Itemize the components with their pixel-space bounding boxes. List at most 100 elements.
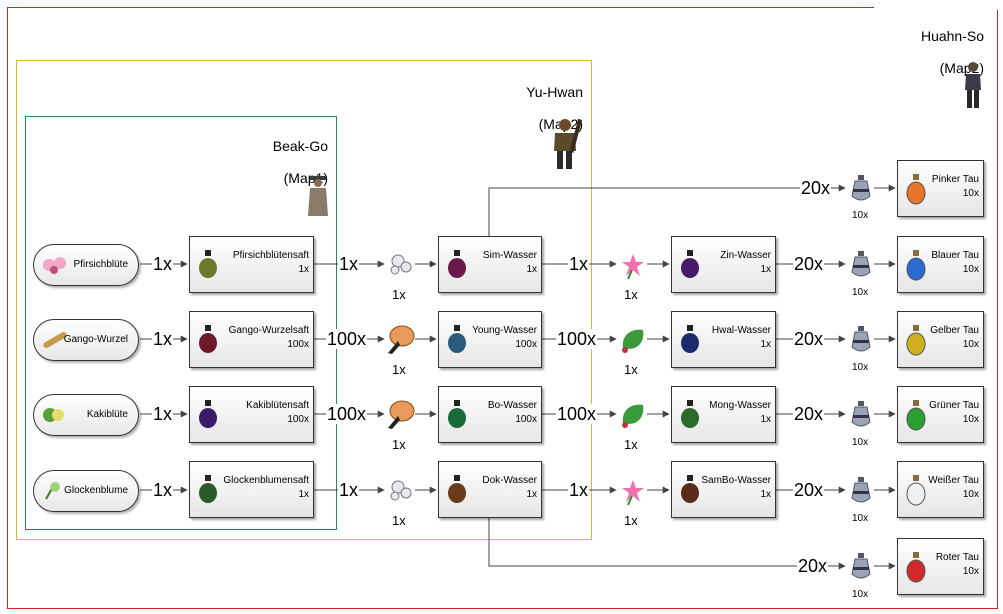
qty-label: 1x — [152, 329, 174, 349]
water-node[interactable]: Dok-Wasser 1x — [438, 461, 542, 518]
source-label: Pfirsichblüte — [73, 259, 128, 270]
region-name: Yu-Hwan — [526, 84, 583, 100]
water-bottle-icon — [681, 400, 699, 428]
node-title: Roter Tau — [935, 552, 979, 563]
water-node[interactable]: Mong-Wasser 1x — [671, 386, 776, 443]
vial-icon — [851, 401, 871, 427]
water-node[interactable]: Young-Wasser 100x — [438, 311, 542, 368]
vial-qty: 10x — [852, 362, 869, 373]
node-title: Young-Wasser — [472, 325, 537, 336]
node-title: Grüner Tau — [929, 400, 979, 411]
tau-node[interactable]: Blauer Tau 10x — [897, 236, 984, 293]
node-qty: 1x — [760, 414, 771, 425]
npc-beak-go-icon — [308, 176, 328, 216]
juice-node[interactable]: Gango-Wurzelsaft 100x — [189, 311, 314, 368]
vial-icon — [851, 251, 871, 277]
vial-icon — [851, 553, 871, 579]
pink-flower-item-icon — [622, 480, 644, 506]
water-node[interactable]: Sim-Wasser 1x — [438, 236, 542, 293]
tau-potion-icon — [906, 250, 926, 281]
vial-qty: 10x — [852, 513, 869, 524]
tau-node[interactable]: Pinker Tau 10x — [897, 160, 984, 217]
node-qty: 100x — [515, 339, 537, 350]
water-node[interactable]: Zin-Wasser 1x — [671, 236, 776, 293]
tau-node[interactable]: Grüner Tau 10x — [897, 386, 984, 443]
persimmon-blossom-icon — [43, 408, 64, 422]
node-title: Hwal-Wasser — [711, 325, 771, 336]
node-title: Kakiblütensaft — [246, 400, 309, 411]
node-title: Mong-Wasser — [709, 400, 771, 411]
green-leaf-item-icon — [622, 329, 644, 353]
node-title: Dok-Wasser — [482, 475, 537, 486]
white-flower-item-icon — [390, 480, 412, 501]
node-title: SamBo-Wasser — [701, 475, 771, 486]
ingredient-qty: 1x — [624, 287, 638, 302]
tau-potion-icon — [906, 325, 926, 356]
water-node[interactable]: Hwal-Wasser 1x — [671, 311, 776, 368]
node-qty: 10x — [962, 339, 979, 350]
root-icon — [43, 332, 67, 348]
juice-node[interactable]: Pfirsichblütensaft 1x — [189, 236, 314, 293]
tau-node[interactable]: Roter Tau 10x — [897, 538, 984, 595]
node-title: Pfirsichblütensaft — [232, 250, 309, 261]
source-label: Gango-Wurzel — [63, 334, 128, 345]
qty-label: 100x — [326, 329, 368, 349]
region-huahn-so-gap — [874, 5, 998, 10]
tau-node[interactable]: Weißer Tau 10x — [897, 461, 984, 518]
region-name: Beak-Go — [272, 138, 328, 154]
region-huahn-so — [7, 7, 998, 609]
node-title: Weißer Tau — [928, 475, 979, 486]
region-beak-go — [25, 116, 337, 530]
node-title: Zin-Wasser — [720, 250, 771, 261]
mushroom-item-icon — [388, 325, 415, 354]
node-qty: 10x — [962, 489, 979, 500]
qty-label: 100x — [556, 329, 598, 349]
ingredient-qty: 1x — [392, 362, 406, 377]
juice-node[interactable]: Glockenblumensaft 1x — [189, 461, 314, 518]
source-node[interactable]: Glockenblume — [33, 470, 139, 512]
node-qty: 1x — [760, 339, 771, 350]
node-qty: 1x — [760, 489, 771, 500]
qty-label: 1x — [152, 254, 174, 274]
node-qty: 1x — [526, 489, 537, 500]
pink-flower-item-icon — [622, 254, 644, 280]
node-title: Gango-Wurzelsaft — [228, 325, 309, 336]
node-qty: 1x — [526, 264, 537, 275]
qty-label: 1x — [338, 254, 360, 274]
node-qty: 100x — [287, 414, 309, 425]
vial-qty: 10x — [852, 589, 869, 600]
tau-potion-icon — [906, 174, 926, 205]
ingredient-qty: 1x — [624, 362, 638, 377]
qty-label: 1x — [152, 480, 174, 500]
vial-qty: 10x — [852, 287, 869, 298]
qty-label: 20x — [793, 329, 825, 349]
water-node[interactable]: SamBo-Wasser 1x — [671, 461, 776, 518]
qty-label: 1x — [568, 254, 590, 274]
ingredient-qty: 1x — [624, 513, 638, 528]
node-qty: 10x — [962, 264, 979, 275]
node-qty: 100x — [515, 414, 537, 425]
juice-bottle-icon — [199, 400, 217, 428]
region-name: Huahn-So — [920, 28, 984, 44]
region-yu-hwan — [16, 60, 592, 540]
water-bottle-icon — [448, 250, 466, 278]
water-bottle-icon — [448, 400, 466, 428]
tau-node[interactable]: Gelber Tau 10x — [897, 311, 984, 368]
qty-label: 20x — [793, 254, 825, 274]
water-bottle-icon — [448, 325, 466, 353]
juice-node[interactable]: Kakiblütensaft 100x — [189, 386, 314, 443]
npc-huahn-so-icon — [965, 62, 981, 108]
qty-label: 1x — [152, 404, 174, 424]
white-flower-item-icon — [390, 254, 412, 275]
water-bottle-icon — [448, 475, 466, 503]
qty-label: 20x — [797, 556, 829, 576]
source-node[interactable]: Kakiblüte — [33, 394, 139, 436]
source-node[interactable]: Gango-Wurzel — [33, 319, 139, 361]
water-node[interactable]: Bo-Wasser 100x — [438, 386, 542, 443]
source-node[interactable]: Pfirsichblüte — [33, 244, 139, 286]
node-title: Glockenblumensaft — [223, 475, 309, 486]
juice-bottle-icon — [199, 475, 217, 503]
node-title: Bo-Wasser — [487, 400, 537, 411]
node-qty: 10x — [962, 188, 979, 199]
water-bottle-icon — [681, 250, 699, 278]
